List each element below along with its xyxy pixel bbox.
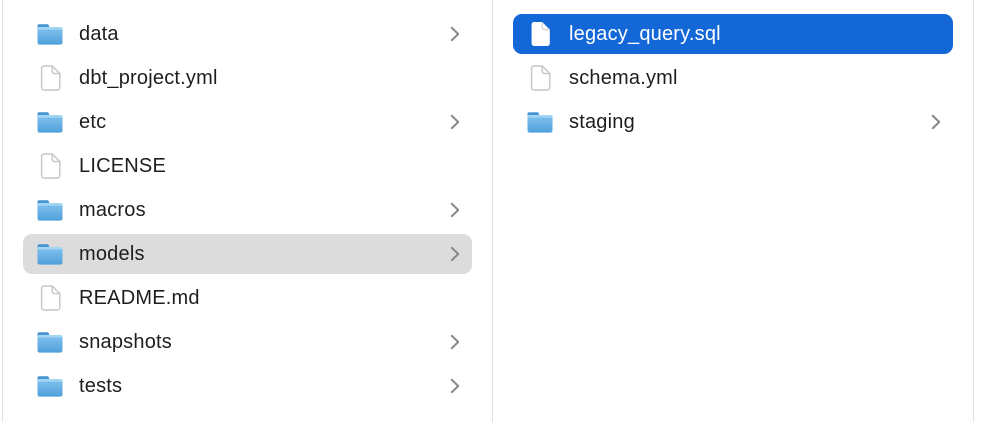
folder-icon [37, 197, 63, 223]
chevron-right-icon [450, 114, 460, 130]
list-item-models[interactable]: models [23, 234, 472, 274]
item-label: models [79, 242, 145, 265]
document-icon [37, 285, 63, 311]
list-item-macros[interactable]: macros [23, 190, 472, 230]
list-item-tests[interactable]: tests [23, 366, 472, 406]
folder-icon [37, 21, 63, 47]
list-item-dbt-project-yml[interactable]: dbt_project.yml [23, 58, 472, 98]
item-label: dbt_project.yml [79, 66, 218, 89]
document-icon [37, 65, 63, 91]
chevron-right-icon [450, 378, 460, 394]
chevron-right-icon [450, 246, 460, 262]
chevron-right-icon [450, 202, 460, 218]
item-label: legacy_query.sql [569, 22, 721, 45]
item-label: schema.yml [569, 66, 678, 89]
item-label: macros [79, 198, 146, 221]
list-item-data[interactable]: data [23, 14, 472, 54]
list-item-license[interactable]: LICENSE [23, 146, 472, 186]
item-label: LICENSE [79, 154, 166, 177]
list-item-readme-md[interactable]: README.md [23, 278, 472, 318]
list-item-legacy-query-sql[interactable]: legacy_query.sql [513, 14, 953, 54]
item-label: etc [79, 110, 107, 133]
folder-icon [37, 373, 63, 399]
folder-icon [37, 109, 63, 135]
document-icon [527, 21, 553, 47]
folder-icon [37, 241, 63, 267]
item-label: staging [569, 110, 635, 133]
item-label: tests [79, 374, 123, 397]
folder-icon [527, 109, 553, 135]
folder-icon [37, 329, 63, 355]
document-icon [527, 65, 553, 91]
chevron-right-icon [450, 334, 460, 350]
chevron-right-icon [931, 114, 941, 130]
document-icon [37, 153, 63, 179]
item-label: README.md [79, 286, 200, 309]
list-item-etc[interactable]: etc [23, 102, 472, 142]
chevron-right-icon [450, 26, 460, 42]
item-label: data [79, 22, 119, 45]
item-label: snapshots [79, 330, 172, 353]
list-item-snapshots[interactable]: snapshots [23, 322, 472, 362]
right-column: legacy_query.sql schema.yml staging [493, 0, 974, 422]
list-item-staging[interactable]: staging [513, 102, 953, 142]
list-item-schema-yml[interactable]: schema.yml [513, 58, 953, 98]
